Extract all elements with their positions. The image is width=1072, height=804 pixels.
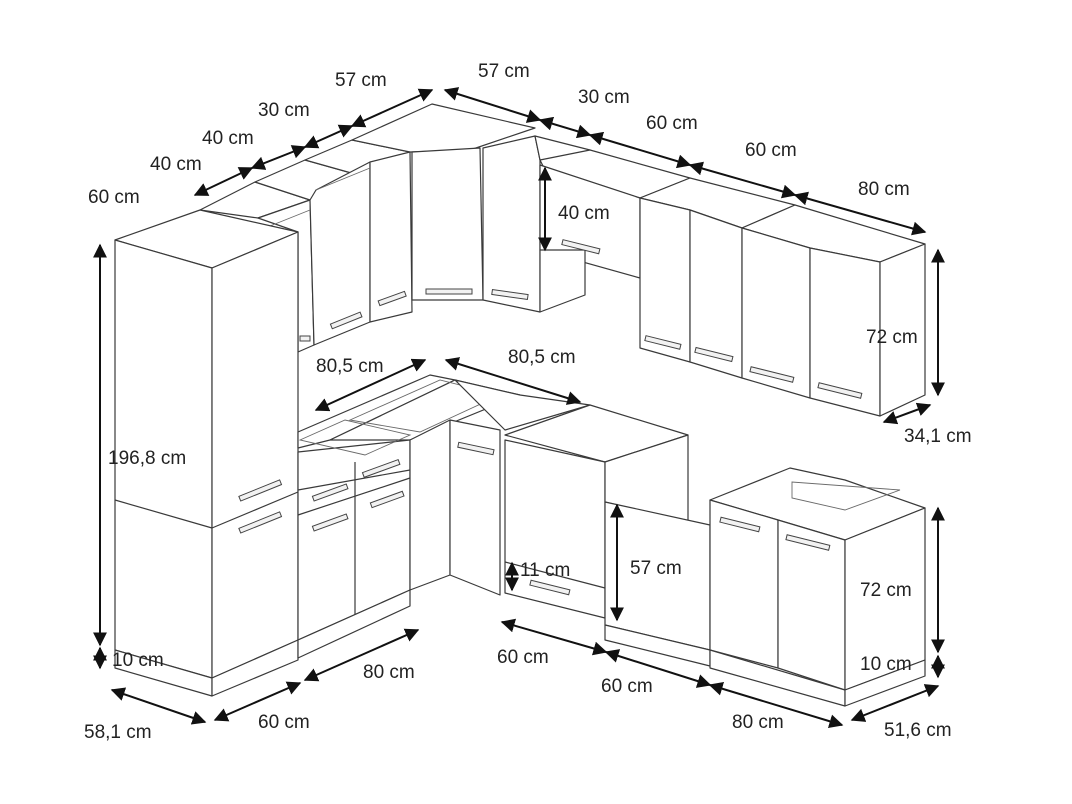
dim-label-wall-cabinet-height: 72 cm (866, 327, 918, 348)
dim-label-bottom-5: 80 cm (732, 712, 784, 733)
dim-label-top-2: 57 cm (478, 61, 530, 82)
dim-label-bottom-1: 60 cm (258, 712, 310, 733)
wall-cabinets-right (534, 135, 926, 417)
dim-label-wall-unit-height: 40 cm (558, 203, 610, 224)
dim-label-plinth-right: 10 cm (860, 654, 912, 675)
dim-label-corner-a: 80,5 cm (316, 356, 384, 377)
dim-label-base-height: 72 cm (860, 580, 912, 601)
dim-label-oven-drawer: 11 cm (520, 560, 570, 581)
dim-label-bottom-depth-right: 51,6 cm (884, 720, 952, 741)
dim-label-top-6: 80 cm (858, 179, 910, 200)
wall-cabinets-left (199, 103, 541, 353)
dim-label-bottom-3: 60 cm (497, 647, 549, 668)
dim-label-bottom-4: 60 cm (601, 676, 653, 697)
dim-label-corner-b: 80,5 cm (508, 347, 576, 368)
dim-label-bottom-2: 80 cm (363, 662, 415, 683)
dim-label-top-5: 60 cm (745, 140, 797, 161)
dim-label-left-1: 30 cm (258, 100, 310, 121)
dim-label-oven-height: 57 cm (630, 558, 682, 579)
base-cabinets-right (454, 379, 926, 707)
dim-label-tall-height: 196,8 cm (108, 448, 186, 469)
dim-label-left-3: 40 cm (150, 154, 202, 175)
dim-label-top-3: 30 cm (578, 87, 630, 108)
dim-label-bottom-depth-left: 58,1 cm (84, 722, 152, 743)
dimension-lines (93, 87, 945, 729)
dim-label-wall-depth: 34,1 cm (904, 426, 972, 447)
dim-label-left-2: 40 cm (202, 128, 254, 149)
tall-cabinet (114, 209, 299, 697)
dim-label-top-1: 57 cm (335, 70, 387, 91)
dim-label-top-4: 60 cm (646, 113, 698, 134)
dimension-labels: 57 cm 57 cm 30 cm 60 cm 60 cm 80 cm 30 c… (84, 61, 972, 743)
base-cabinets-left (297, 374, 521, 659)
dim-label-plinth-left: 10 cm (112, 650, 164, 671)
dim-label-left-4: 60 cm (88, 187, 140, 208)
